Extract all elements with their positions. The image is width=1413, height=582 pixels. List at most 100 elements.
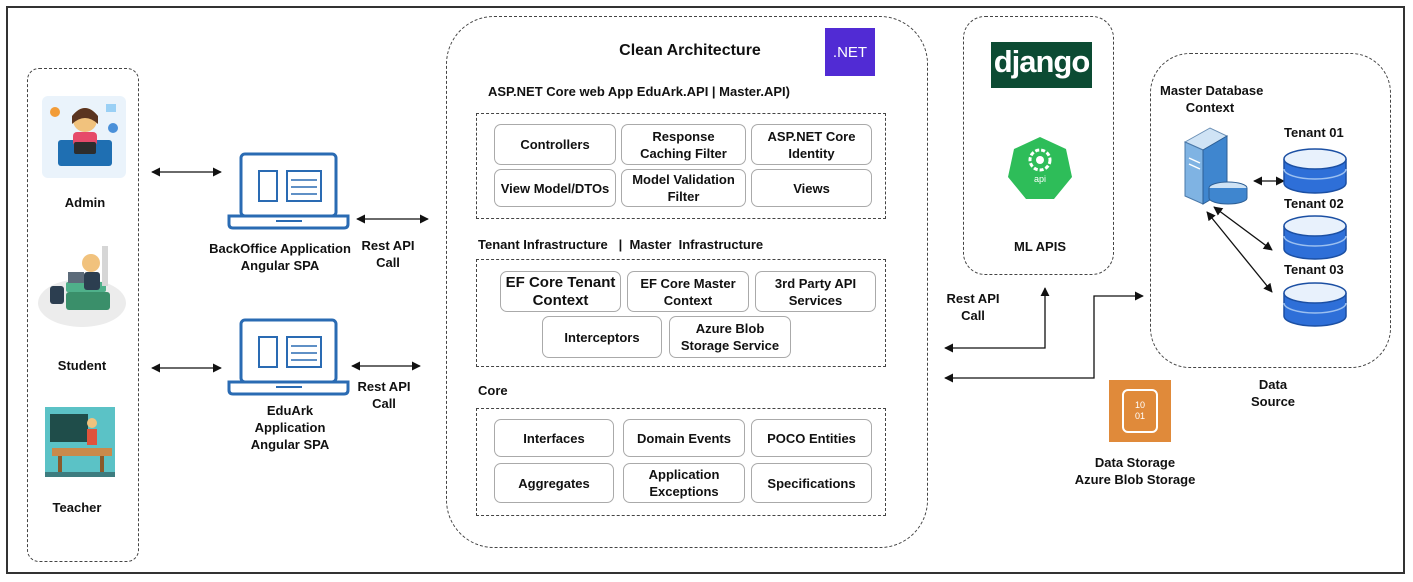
response-caching-line1: Response (652, 128, 715, 144)
app-exceptions-line1: Application (648, 467, 720, 482)
eduark-line1: EduArk (266, 403, 314, 418)
model-validation-line1: Model Validation (632, 172, 735, 187)
eduark-line3: Angular SPA (250, 437, 330, 452)
users-panel (27, 68, 139, 562)
azure-blob-line1: Azure Blob (695, 321, 765, 336)
ef-core-master-context-box: EF Core Master Context (627, 271, 749, 312)
teacher-illustration (45, 407, 115, 477)
tenant-03-label: Tenant 03 (1284, 262, 1344, 277)
interceptors-text: Interceptors (564, 329, 640, 345)
student-illustration (38, 246, 126, 327)
app-exceptions-line2: Exceptions (649, 484, 719, 499)
ml-apis-panel (963, 16, 1114, 275)
backoffice-line2: Angular SPA (240, 258, 320, 273)
database-icon (1283, 215, 1347, 260)
core-layer-header: Core (478, 383, 508, 398)
views-box: Views (751, 169, 872, 207)
azure-blob-storage-service-box: Azure Blob Storage Service (669, 316, 791, 358)
admin-label: Admin (64, 195, 106, 210)
ef-master-line1: EF Core Master (640, 275, 736, 291)
azure-blob-line2: Storage Service (680, 338, 780, 353)
admin-illustration (42, 96, 126, 178)
connector-arrows (151, 167, 1285, 383)
poco-entities-box: POCO Entities (751, 419, 872, 457)
third-party-api-services-box: 3rd Party API Services (755, 271, 876, 312)
third-party-line2: Services (788, 292, 843, 308)
master-db-context-label: Master Database Context (1160, 82, 1263, 116)
identity-line1: ASP.NET Core (767, 128, 856, 144)
domain-events-box: Domain Events (623, 419, 745, 457)
ml-apis-label: ML APIS (1013, 239, 1066, 254)
ef-tenant-line2: Context (532, 291, 589, 309)
api-badge-text: api (1033, 174, 1046, 184)
api-layer-box (476, 113, 886, 219)
rest-api-call-label: Rest API Call (358, 237, 418, 271)
backoffice-app-label: BackOffice Application Angular SPA (195, 240, 365, 274)
controllers-text: Controllers (520, 137, 590, 152)
interfaces-text: Interfaces (523, 430, 585, 446)
api-layer-header: ASP.NET Core web App EduArk.API | Master… (488, 84, 790, 99)
interfaces-box: Interfaces (494, 419, 614, 457)
application-exceptions-box: Application Exceptions (623, 463, 745, 503)
dotnet-logo-text: .NET (832, 43, 868, 61)
aspnet-identity-box: ASP.NET Core Identity (751, 124, 872, 165)
data-source-line2: Source (1250, 394, 1296, 409)
views-text: Views (793, 180, 830, 196)
azure-blob-storage-icon: 10 01 (1109, 380, 1171, 442)
poco-text: POCO Entities (767, 430, 856, 446)
ef-master-line2: Context (663, 292, 713, 308)
eduark-line2: Application (254, 420, 326, 435)
diagram-frame (6, 6, 1405, 574)
api-icon (1008, 137, 1072, 199)
django-logo: django (991, 42, 1092, 88)
aggregates-box: Aggregates (494, 463, 614, 503)
django-logo-text: django (993, 44, 1091, 79)
ef-core-tenant-context-box: EF Core Tenant Context (500, 271, 621, 312)
master-db-line2: Context (1185, 100, 1235, 115)
domain-events-text: Domain Events (637, 430, 731, 446)
infra-layer-header: Tenant Infrastructure | Master Infrastru… (478, 237, 764, 252)
model-validation-line2: Filter (667, 189, 700, 204)
clean-architecture-panel (446, 16, 928, 548)
rest-api-line1: Rest API (357, 379, 411, 394)
rest-api-call-label: Rest API Call (354, 378, 414, 412)
data-storage-line1: Data Storage (1094, 455, 1176, 470)
response-caching-filter-box: Response Caching Filter (621, 124, 746, 165)
blob-hexagon: 10 01 (1122, 389, 1158, 433)
database-icon (1283, 148, 1347, 194)
rest-api-line1: Rest API (361, 238, 415, 253)
response-caching-line2: Caching Filter (640, 145, 727, 161)
aggregates-text: Aggregates (518, 475, 590, 491)
rest-api-line2: Call (376, 255, 400, 270)
dotnet-logo: .NET (825, 28, 875, 76)
ef-tenant-line1: EF Core Tenant (505, 273, 616, 291)
rest-api-call-label: Rest API Call (943, 290, 1003, 324)
database-icon (1283, 282, 1347, 327)
specifications-box: Specifications (751, 463, 872, 503)
rest-api-line2: Call (961, 308, 985, 323)
laptop-icon (227, 318, 350, 396)
model-validation-filter-box: Model Validation Filter (621, 169, 746, 207)
tenant-01-label: Tenant 01 (1284, 125, 1344, 140)
data-source-panel (1150, 53, 1391, 368)
view-model-dtos-box: View Model/DTOs (494, 169, 616, 207)
data-source-label: Data Source (1243, 376, 1303, 410)
view-model-text: View Model/DTOs (500, 180, 610, 196)
infra-layer-box (476, 259, 886, 367)
tenant-02-label: Tenant 02 (1284, 196, 1344, 211)
data-source-line1: Data (1258, 377, 1288, 392)
server-icon (1183, 127, 1248, 205)
master-db-line1: Master Database (1160, 83, 1264, 98)
data-storage-label: Data Storage Azure Blob Storage (1055, 454, 1215, 488)
rest-api-line1: Rest API (946, 291, 1000, 306)
interceptors-box: Interceptors (542, 316, 662, 358)
core-layer-box (476, 408, 886, 516)
specifications-text: Specifications (767, 475, 856, 491)
student-label: Student (57, 358, 107, 373)
blob-icon-text-2: 01 (1134, 411, 1145, 421)
rest-api-line2: Call (372, 396, 396, 411)
teacher-label: Teacher (52, 500, 102, 515)
identity-line2: Identity (788, 145, 835, 161)
blob-icon-text-1: 10 (1134, 400, 1145, 410)
